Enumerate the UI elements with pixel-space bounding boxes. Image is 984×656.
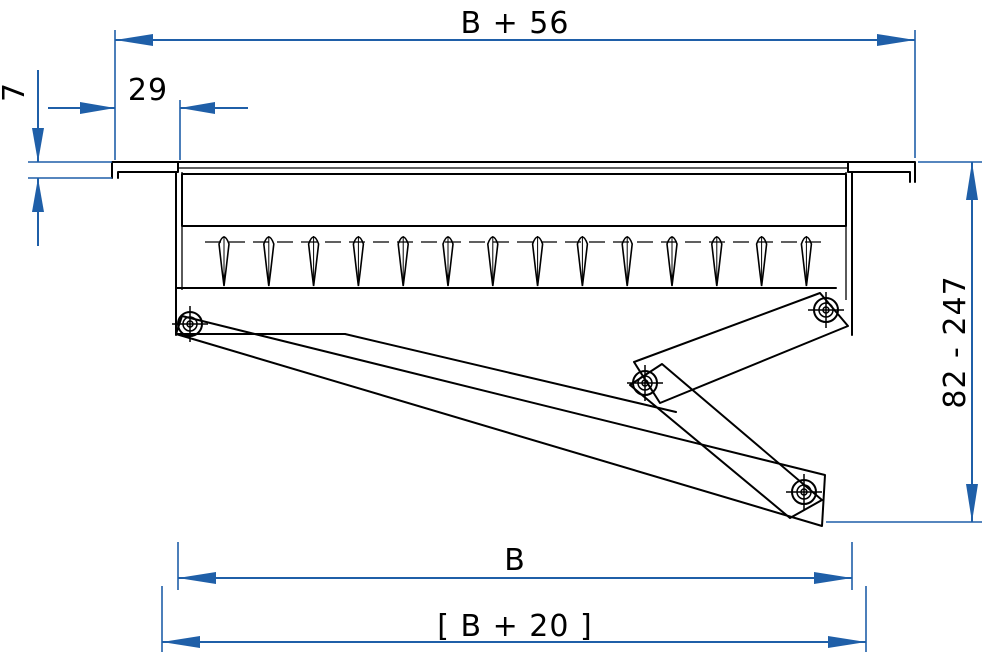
height-arrow-top (966, 162, 978, 200)
vane (486, 236, 499, 287)
height-label: 82 - 247 (938, 275, 973, 408)
flange-thickness-arrow-bottom (32, 178, 44, 212)
left-flange (111, 161, 179, 179)
opening-width-arrow-right (828, 636, 866, 648)
overall-width-arrow-right (877, 34, 915, 46)
lower-plate (175, 287, 837, 335)
overall-width-label: B + 56 (461, 6, 570, 41)
upper-link-arm (633, 292, 849, 404)
vane (307, 236, 320, 287)
inner-width-arrow-left (178, 572, 216, 584)
flange-width-arrow-left (80, 102, 115, 114)
opening-width-arrow-left (162, 636, 200, 648)
vane (621, 236, 634, 287)
vane (352, 236, 365, 287)
vane (666, 236, 678, 287)
pivot-joints (172, 292, 844, 510)
flange-width-label: 29 (128, 73, 168, 108)
vane (442, 236, 454, 287)
vane (218, 236, 230, 287)
pivot-lower-right (786, 474, 822, 510)
vane (800, 236, 813, 287)
inner-width-arrow-right (814, 572, 852, 584)
flange-thickness-label: 7 (0, 82, 32, 102)
vane (710, 236, 723, 287)
vane-row (205, 236, 825, 287)
vane (576, 236, 589, 287)
pivot-left (172, 306, 208, 342)
vane (755, 236, 768, 287)
inner-width-label: B (504, 543, 526, 578)
dimensions: B + 56 29 7 82 - 247 B (0, 6, 982, 652)
height-arrow-bottom (966, 484, 978, 522)
lower-link-arm (629, 363, 823, 519)
flange-thickness-arrow-top (32, 128, 44, 162)
right-flange (847, 161, 916, 183)
opening-width-label: [ B + 20 ] (437, 609, 592, 644)
long-lever-arm (175, 315, 826, 527)
vane (397, 236, 410, 287)
pivot-upper-right (808, 292, 844, 328)
vane (262, 236, 275, 287)
upper-plate (181, 173, 847, 227)
pivot-middle (627, 365, 663, 401)
flange-width-arrow-right (180, 102, 215, 114)
overall-width-arrow-left (115, 34, 153, 46)
vane (531, 236, 544, 287)
grille-assembly (111, 161, 916, 527)
link-crossbar (344, 333, 677, 413)
